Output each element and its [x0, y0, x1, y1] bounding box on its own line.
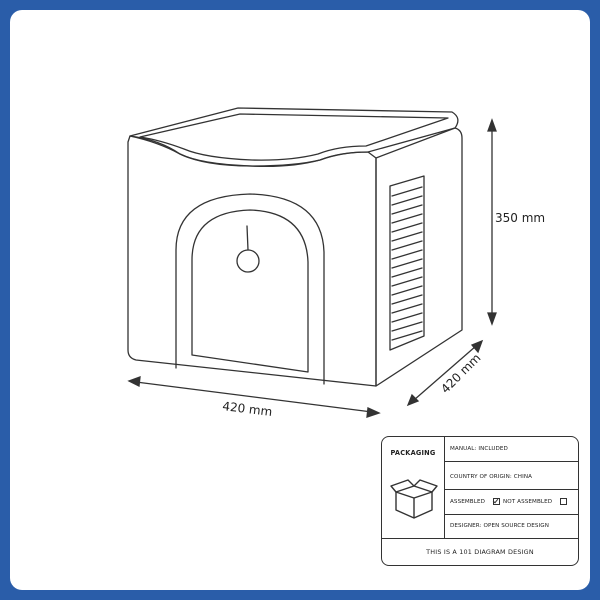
width-arrow-left	[127, 376, 141, 387]
width-label: 420 mm	[222, 399, 273, 419]
origin-row: COUNTRY OF ORIGIN: CHINA	[444, 462, 578, 490]
height-arrow-top	[487, 118, 497, 132]
house-right-face	[375, 127, 463, 387]
house-top-inner	[139, 113, 449, 161]
height-label: 350 mm	[495, 211, 545, 225]
depth-arrow-low	[406, 393, 420, 407]
assembled-checkbox[interactable]	[492, 497, 500, 505]
width-dimension-line	[135, 381, 373, 413]
width-arrow-right	[366, 407, 381, 418]
toy-string	[246, 225, 249, 251]
packaging-info-table: PACKAGING MANUAL: INCLUDED COUNTRY OF OR…	[381, 436, 579, 566]
packaging-header-cell: PACKAGING	[382, 437, 445, 538]
assembly-row: ASSEMBLED NOT ASSEMBLED	[444, 490, 578, 515]
packaging-title: PACKAGING	[390, 449, 436, 457]
packaging-footer: THIS IS A 101 DIAGRAM DESIGN	[382, 538, 578, 565]
side-vent-slats	[391, 186, 423, 341]
box-icon	[390, 479, 438, 519]
house-front-face	[127, 135, 377, 387]
door-inner-arch	[191, 209, 309, 373]
not-assembled-label: NOT ASSEMBLED	[502, 499, 553, 505]
assembled-label: ASSEMBLED	[450, 499, 485, 505]
door-outer-arch	[175, 193, 325, 385]
dimension-lines	[127, 118, 497, 418]
depth-dimension-line	[413, 345, 477, 401]
side-vent-frame	[389, 175, 425, 351]
designer-row: DESIGNER: OPEN SOURCE DESIGN	[450, 523, 549, 529]
depth-arrow-high	[470, 339, 484, 354]
hanging-ball-toy	[236, 249, 260, 273]
not-assembled-checkbox[interactable]	[560, 497, 568, 505]
manual-row: MANUAL: INCLUDED	[444, 437, 578, 462]
height-arrow-bottom	[487, 312, 497, 326]
